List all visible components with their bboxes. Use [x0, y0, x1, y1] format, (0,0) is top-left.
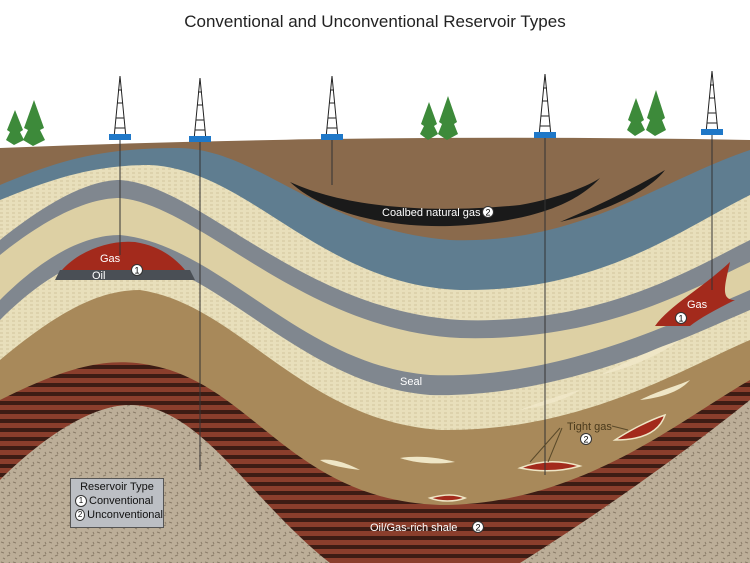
svg-text:1: 1 [134, 266, 139, 276]
tight-gas-lenses [427, 413, 667, 502]
svg-text:2: 2 [583, 435, 588, 445]
coalbed-seams [290, 170, 665, 227]
tree-icon [627, 98, 645, 136]
gas-label-right: Gas [687, 299, 708, 311]
legend-item-conventional: 1 Conventional [75, 495, 163, 507]
legend-item-unconventional: 2 Unconventional [75, 509, 163, 521]
tree-icon [6, 110, 24, 145]
shale-label: Oil/Gas-rich shale [370, 522, 457, 534]
tight-gas-label: Tight gas [567, 421, 612, 433]
rig-icon [189, 77, 211, 142]
tight-gas-pointers [529, 425, 629, 463]
tree-icon [646, 90, 666, 136]
legend-label: Unconventional [87, 509, 163, 521]
granite-basement-right [520, 400, 750, 563]
tree-icon [23, 100, 45, 146]
svg-text:2: 2 [485, 208, 490, 218]
gas-label-left: Gas [100, 253, 121, 265]
marker-1-icon: 1 [75, 495, 87, 507]
tree-icon [438, 96, 458, 140]
rig-icon [701, 70, 723, 135]
seal-label: Seal [400, 376, 422, 388]
marker-1-left: 1 [131, 264, 143, 276]
oil-band-left [55, 270, 195, 280]
marker-2-tight-gas: 2 [580, 433, 592, 445]
rig-icon [534, 73, 556, 138]
coalbed-label: Coalbed natural gas [382, 207, 481, 219]
wells [119, 133, 713, 475]
marker-1-right: 1 [675, 312, 687, 324]
diagram-title: Conventional and Unconventional Reservoi… [184, 12, 565, 31]
oil-label: Oil [92, 270, 105, 282]
rig-icon [321, 75, 343, 140]
tree-icon [420, 102, 438, 140]
marker-2-shale: 2 [472, 521, 484, 533]
sand-lenses [320, 340, 690, 470]
marker-2-icon: 2 [75, 509, 86, 521]
drilling-rigs [109, 70, 723, 142]
marker-2-coalbed: 2 [482, 206, 494, 218]
legend-label: Conventional [89, 495, 154, 507]
gas-trap-left [62, 241, 185, 270]
legend-title: Reservoir Type [80, 481, 154, 493]
svg-text:1: 1 [678, 314, 683, 324]
legend: Reservoir Type 1 Conventional 2 Unconven… [70, 478, 164, 528]
trees [6, 90, 666, 146]
rig-icon [109, 75, 131, 140]
svg-text:2: 2 [475, 523, 480, 533]
gas-trap-right [655, 262, 735, 326]
